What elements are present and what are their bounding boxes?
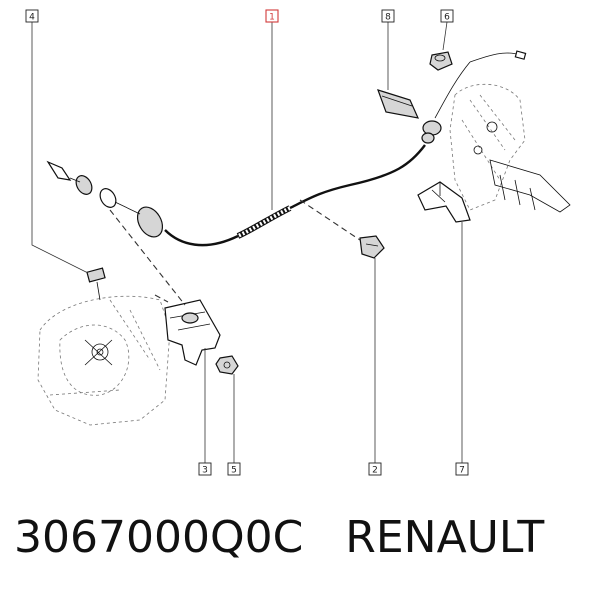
- callout-label-4: 4: [25, 9, 39, 23]
- mounting-bolt: [86, 267, 106, 301]
- grommet: [429, 51, 453, 71]
- cable-bracket: [417, 181, 471, 223]
- transmission-housing-outline: [37, 295, 171, 426]
- part-number: 3067000Q0C: [14, 512, 304, 563]
- callout-label-5: 5: [227, 462, 241, 476]
- clutch-cable: [46, 50, 527, 247]
- pedal-assembly-outline: [449, 83, 571, 213]
- callout-label-7: 7: [455, 462, 469, 476]
- parts-diagram: 1 2 3 4 5 6 7 8: [25, 9, 571, 476]
- label-text-7: 7: [459, 466, 465, 476]
- part-caption: 3067000Q0C RENAULT: [14, 512, 544, 563]
- callout-label-2: 2: [368, 462, 382, 476]
- label-text-2: 2: [372, 466, 378, 476]
- brand-name: RENAULT: [345, 512, 545, 563]
- pedal-pad: [377, 89, 420, 119]
- callout-label-3: 3: [198, 462, 212, 476]
- label-text-6: 6: [444, 13, 450, 23]
- label-text-3: 3: [202, 466, 208, 476]
- mounting-nut: [215, 355, 239, 375]
- label-text-5: 5: [231, 466, 237, 476]
- cable-mount-bracket: [164, 299, 221, 366]
- label-text-1: 1: [269, 13, 275, 23]
- callout-label-8: 8: [381, 9, 395, 23]
- label-text-8: 8: [385, 13, 391, 23]
- cable-clip: [359, 235, 385, 259]
- callout-label-1: 1: [265, 9, 279, 23]
- assembly-lines: [109, 199, 361, 306]
- label-text-4: 4: [29, 13, 35, 23]
- leader-lines: [31, 21, 463, 463]
- callout-label-6: 6: [440, 9, 454, 23]
